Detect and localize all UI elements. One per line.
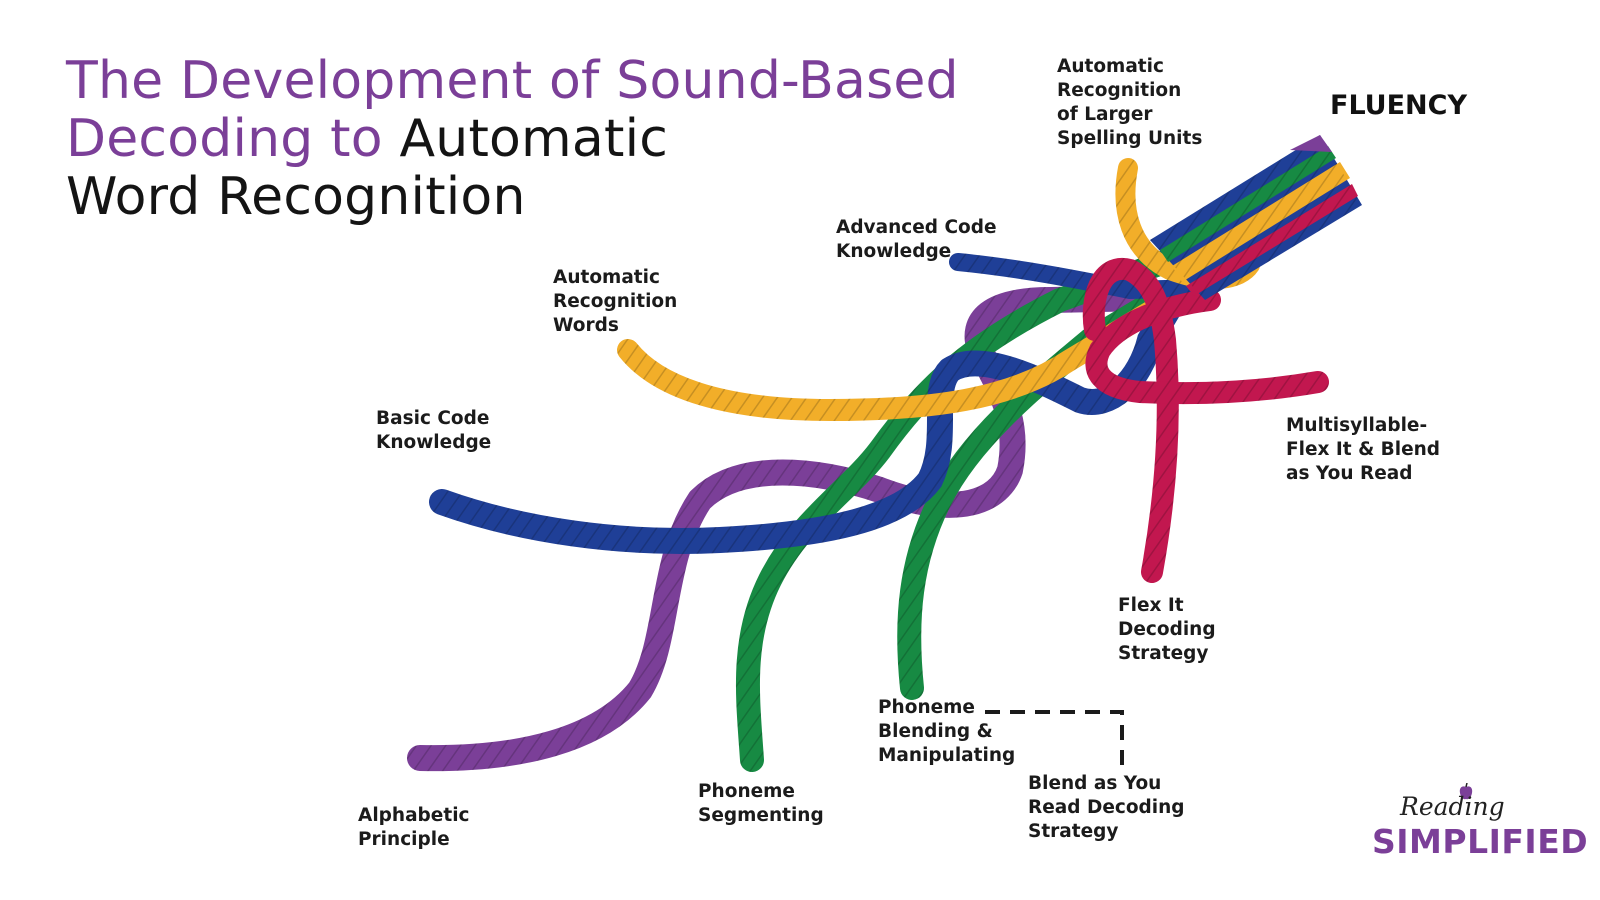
dashed-connector bbox=[985, 710, 1124, 768]
title-line-2-black: Automatic bbox=[382, 109, 669, 169]
label-multisyllable: Multisyllable- Flex It & Blend as You Re… bbox=[1286, 415, 1441, 484]
strand-red-multisyllable bbox=[1085, 289, 1329, 405]
twisted-rope bbox=[1150, 135, 1362, 300]
label-larger-spelling-units: Automatic Recognition of Larger Spelling… bbox=[1057, 56, 1203, 149]
strand-blue-advanced bbox=[949, 253, 1209, 300]
title-line-3: Word Recognition bbox=[66, 167, 526, 227]
label-basic-code: Basic Code Knowledge bbox=[376, 408, 492, 453]
strand-blue-basic bbox=[429, 277, 1193, 554]
logo-script-text: Reading bbox=[1400, 792, 1505, 821]
strand-yellow-words bbox=[617, 289, 1181, 422]
logo-brand-text: SIMPLIFIED bbox=[1372, 822, 1589, 861]
fluency-label: FLUENCY bbox=[1330, 90, 1468, 121]
label-phoneme-segmenting: Phoneme Segmenting bbox=[698, 781, 824, 826]
label-automatic-words: Automatic Recognition Words bbox=[553, 267, 678, 336]
label-alphabetic-principle: Alphabetic Principle bbox=[358, 805, 470, 850]
label-advanced-code: Advanced Code Knowledge bbox=[836, 217, 997, 262]
page-title: The Development of Sound-Based Decoding … bbox=[66, 52, 959, 226]
apple-icon bbox=[1459, 783, 1473, 800]
label-flex-it: Flex It Decoding Strategy bbox=[1118, 595, 1216, 664]
reading-simplified-logo: Reading SIMPLIFIED bbox=[1372, 783, 1588, 872]
title-line-2-purple: Decoding to bbox=[66, 109, 383, 169]
title-line-1: The Development of Sound-Based bbox=[66, 51, 959, 111]
label-blend-as-you-read: Blend as You Read Decoding Strategy bbox=[1028, 773, 1185, 842]
label-phoneme-blending: Phoneme Blending & Manipulating bbox=[878, 697, 1016, 766]
